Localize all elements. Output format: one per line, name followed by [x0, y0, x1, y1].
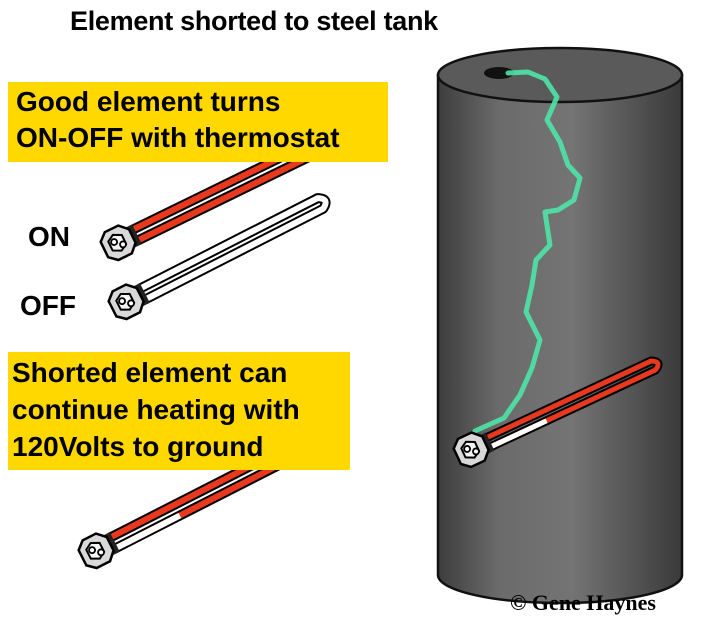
tank-port [484, 67, 514, 79]
element-off [104, 193, 331, 324]
off-label: OFF [20, 290, 76, 321]
on-label: ON [28, 221, 70, 252]
good-callout-line-2: ON-OFF with thermostat [16, 122, 340, 153]
good-element-callout: Good element turns ON-OFF with thermosta… [8, 82, 388, 162]
shorted-callout-line-2: continue heating with [12, 394, 300, 425]
diagram-title: Element shorted to steel tank [70, 6, 438, 36]
short-path [472, 69, 583, 434]
steel-tank [436, 46, 684, 605]
shorted-callout-line-1: Shorted element can [12, 357, 288, 388]
tank-element [449, 356, 663, 472]
good-callout-line-1: Good element turns [16, 86, 281, 117]
shorted-callout-line-3: 120Volts to ground [12, 431, 264, 462]
copyright-credit: © Gene Haynes [510, 590, 656, 615]
shorted-element-callout: Shorted element can continue heating wit… [8, 352, 350, 470]
